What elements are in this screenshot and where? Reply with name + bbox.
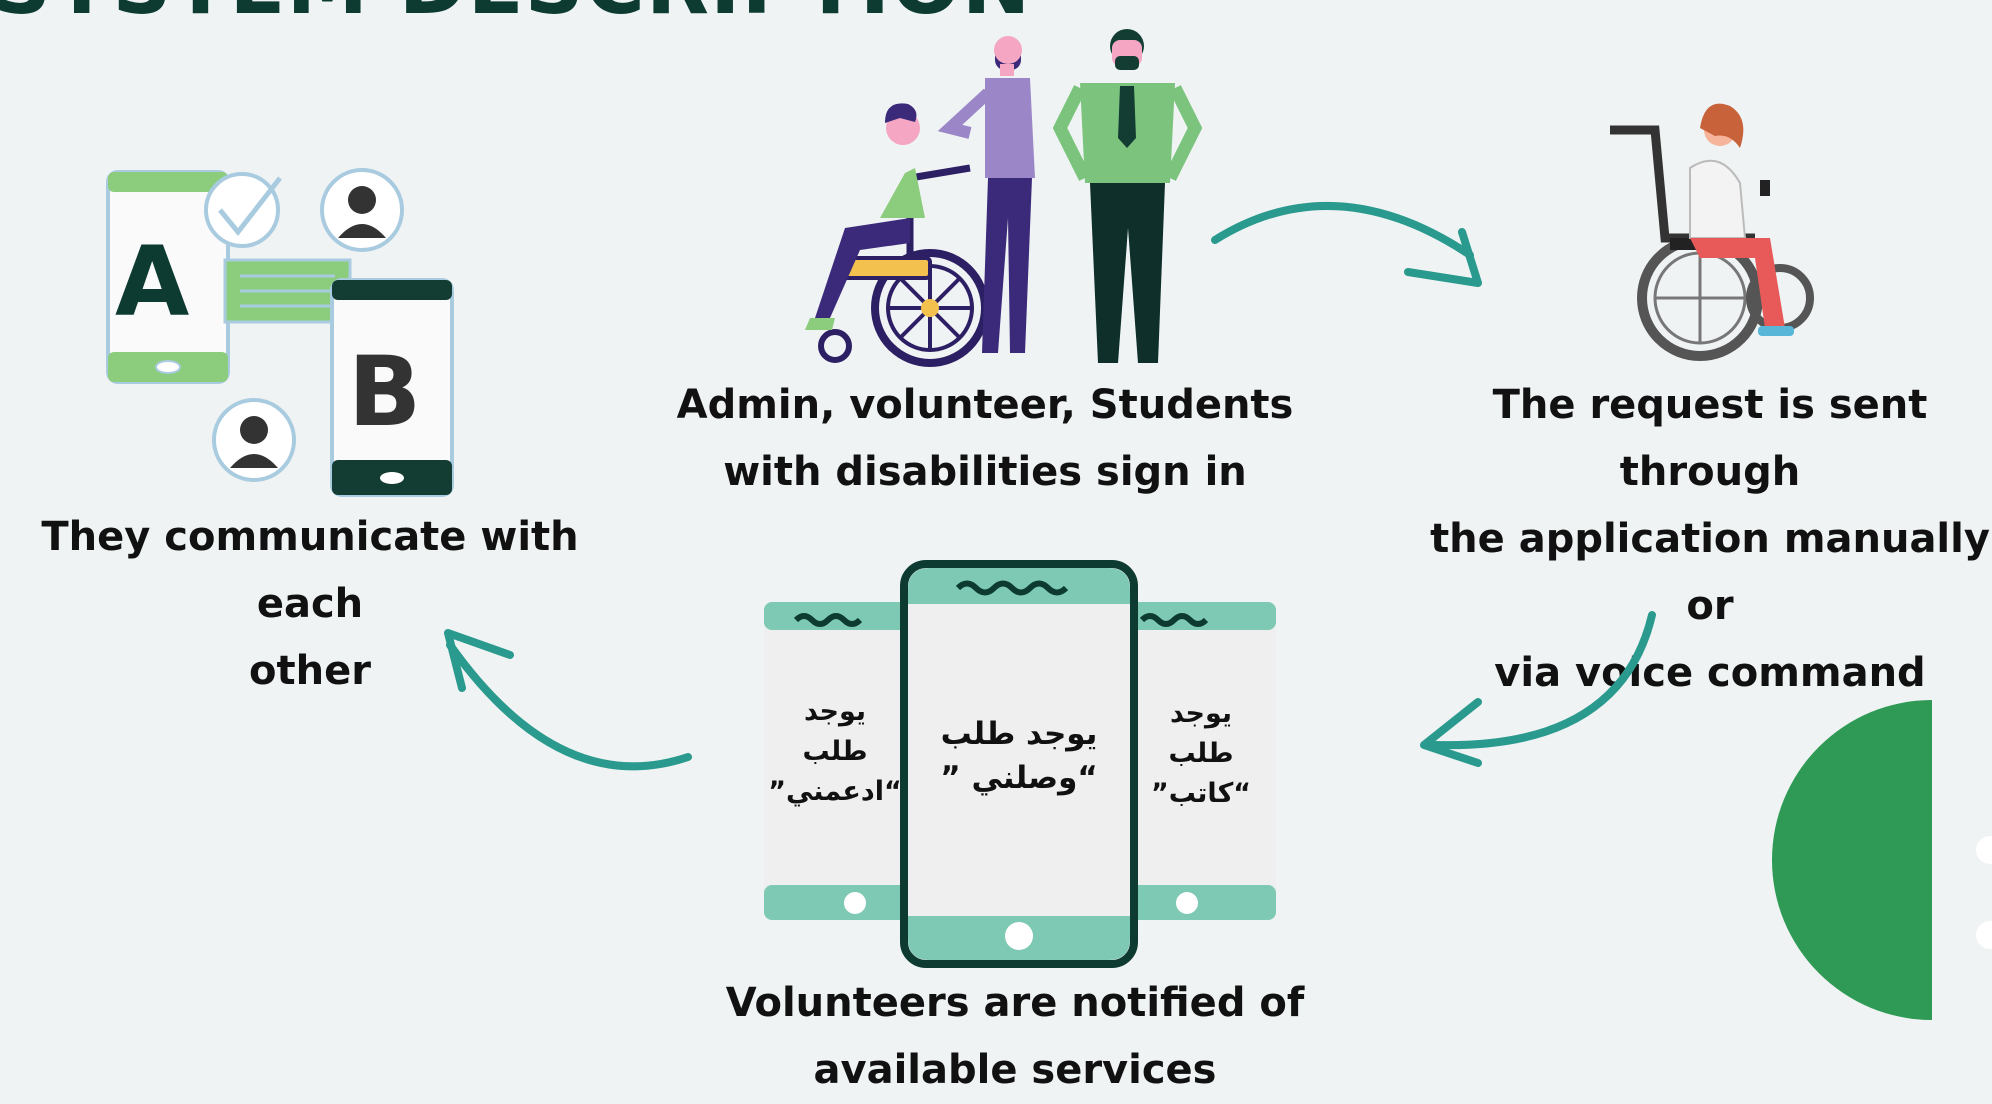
phone-right-line2: طلب [1168, 738, 1234, 769]
phone-right-line1: يوجد [1169, 698, 1233, 729]
phone-center-text: يوجد طلب “وصلني ” [904, 712, 1134, 800]
notify-caption: Volunteers are notified of available ser… [700, 970, 1330, 1104]
phone-center-line1: يوجد طلب [940, 716, 1098, 752]
letter-b: B [348, 336, 421, 448]
page-title: SYSTEM DESCRIPTION [0, 0, 1031, 33]
wheelchair-user-phone-illustration [1610, 103, 1814, 361]
people-illustration [805, 29, 1203, 367]
phone-left-line1: يوجد [803, 696, 867, 727]
communicate-caption: They communicate with each other [0, 504, 620, 705]
phone-right-text: يوجد طلب “كاتب” [1126, 694, 1276, 814]
volunteer-woman-figure [937, 36, 1035, 353]
request-caption-line1: The request is sent through [1492, 382, 1928, 495]
arrow-notify-to-communicate [444, 629, 692, 771]
signin-caption-line1: Admin, volunteer, Students [676, 382, 1294, 428]
phone-left-line2: طلب [802, 736, 868, 767]
request-caption: The request is sent through the applicat… [1400, 372, 1992, 707]
signin-caption: Admin, volunteer, Students with disabili… [660, 372, 1310, 506]
request-caption-line3: via voice command [1494, 650, 1926, 696]
phone-left-text: يوجد طلب “ادعمني” [760, 692, 910, 812]
arrow-request-to-notify [1420, 611, 1656, 767]
request-caption-line2: the application manually or [1430, 516, 1990, 629]
arrow-signin-to-request [1211, 201, 1482, 287]
wheelchair-student-figure [805, 103, 989, 367]
communicate-caption-line2: other [249, 648, 371, 694]
green-circle-decoration [1772, 700, 1992, 1020]
chat-illustration: A B [106, 168, 454, 497]
phone-right-line3: “كاتب” [1150, 778, 1252, 809]
signin-caption-line2: with disabilities sign in [723, 449, 1247, 495]
phone-center-line2: “وصلني ” [940, 760, 1098, 796]
communicate-caption-line1: They communicate with each [41, 514, 579, 627]
phone-left-line3: “ادعمني” [768, 776, 902, 807]
notify-caption-line2: available services [813, 1047, 1217, 1093]
letter-a: A [115, 226, 189, 338]
admin-man-figure [1052, 29, 1203, 363]
phones-illustration [764, 560, 1276, 968]
notify-caption-line1: Volunteers are notified of [725, 980, 1305, 1026]
